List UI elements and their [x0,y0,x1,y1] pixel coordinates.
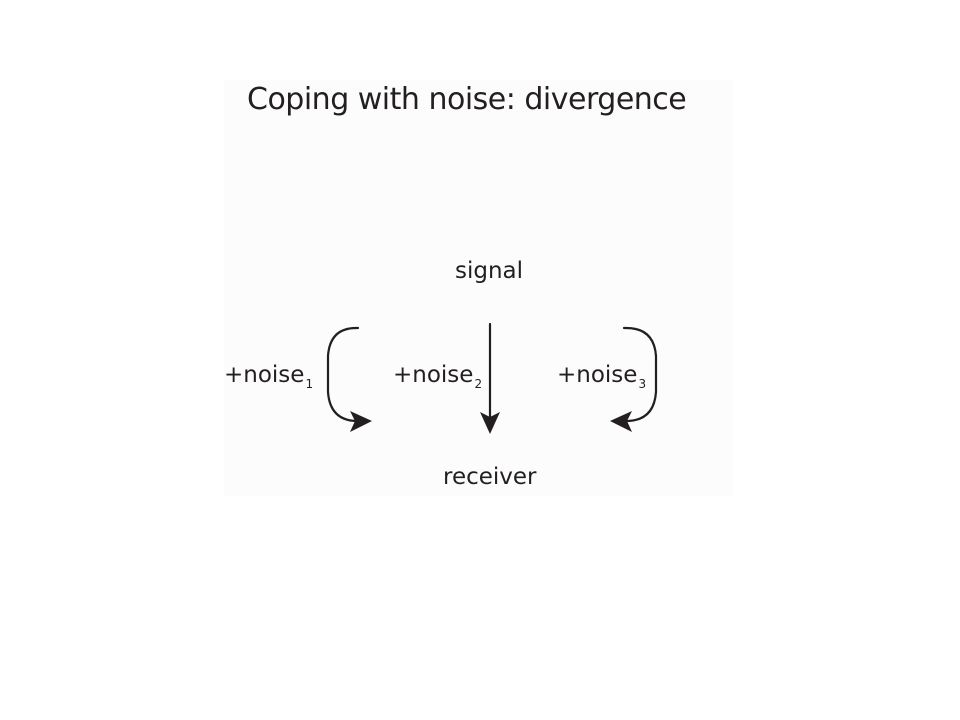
noise-2-subscript: 2 [474,377,483,391]
noise-2-text: +noise [393,362,474,388]
left-arrowhead [350,411,372,432]
signal-label: signal [455,258,524,284]
noise-3-subscript: 3 [638,377,647,391]
receiver-label: receiver [443,464,537,490]
noise-1-subscript: 1 [305,377,314,391]
noise-1-text: +noise [224,362,305,388]
noise-2-label: +noise2 [393,362,482,391]
right-arrowhead [610,411,632,432]
noise-3-label: +noise3 [557,362,646,391]
left-curved-path [326,326,360,423]
arrows-layer [326,322,658,434]
right-curved-path [622,326,658,423]
noise-1-label: +noise1 [224,362,313,391]
noise-3-text: +noise [557,362,638,388]
center-arrowhead [480,412,500,434]
diagram-title: Coping with noise: divergence [247,82,687,117]
diagram-panel: Coping with noise: divergence signal +no… [224,80,734,496]
